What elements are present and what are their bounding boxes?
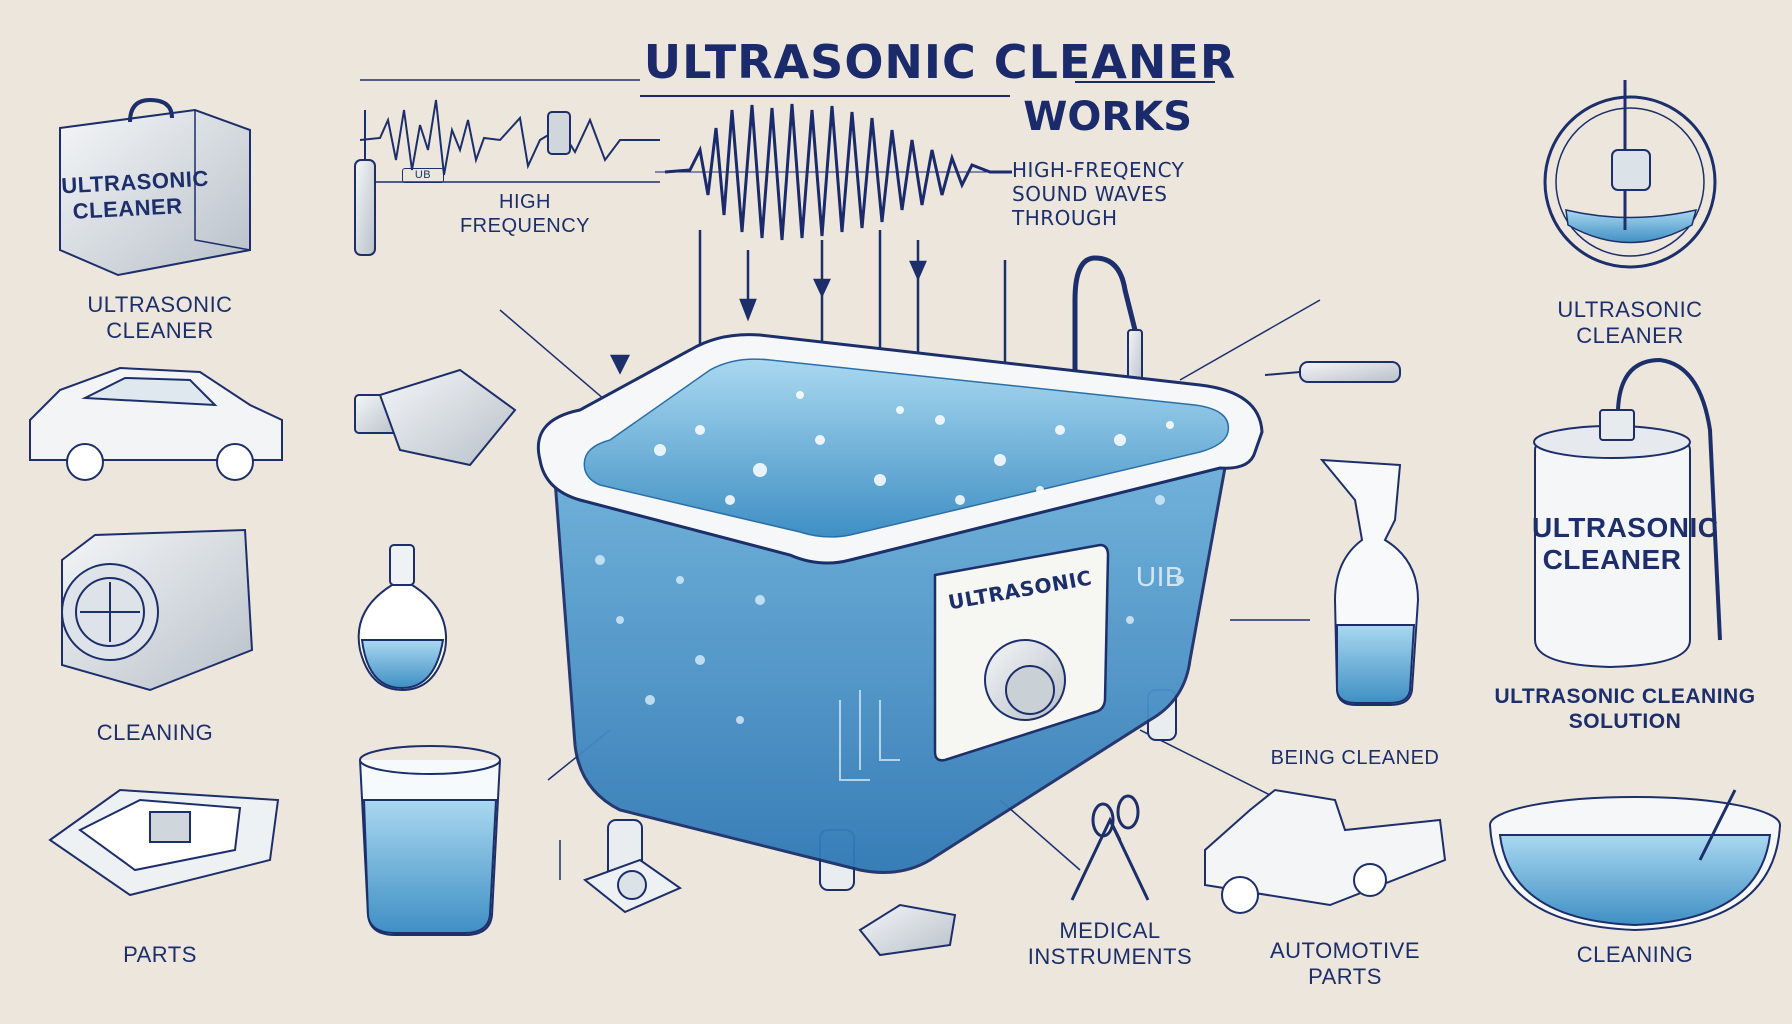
pickup-truck-icon <box>1204 788 1447 914</box>
sound-waves-label: HIGH-FREQENCY SOUND WAVES THROUGH <box>1012 158 1185 230</box>
ultrasonic-tank <box>536 333 1264 891</box>
title-underline <box>640 81 1215 97</box>
spray-bottle-icon <box>1319 458 1420 706</box>
ring-device-icon <box>1543 80 1717 269</box>
diagram-title: ULTRASONIC CLEANER WORKS <box>640 34 1240 142</box>
ultrasonic-cleaner-caption-right: ULTRASONIC CLEANER <box>1557 297 1703 349</box>
probe-tool-icon <box>354 110 571 256</box>
title-line-1: ULTRASONIC CLEANER <box>643 35 1237 89</box>
cleaner-box-text: ULTRASONIC CLEANER <box>60 165 210 225</box>
small-tag: UB <box>402 168 444 184</box>
parts-tray-icon <box>48 788 280 897</box>
scissors-icon <box>1070 794 1150 901</box>
parts-caption: PARTS <box>123 942 197 967</box>
bowl-icon <box>1489 789 1781 932</box>
medical-instruments-caption: MEDICAL INSTRUMENTS <box>1027 918 1193 970</box>
hose-icon <box>1072 255 1138 430</box>
solution-jug-icon <box>1533 357 1722 669</box>
cleaner-box-icon <box>59 97 251 277</box>
being-cleaned-caption: BEING CLEANED <box>1270 747 1440 769</box>
large-waveform-icon <box>655 103 1012 241</box>
title-line-2: WORKS <box>1023 93 1192 140</box>
small-waveform-icon <box>359 79 660 183</box>
car-icon <box>29 366 283 481</box>
beaker-icon <box>359 745 501 936</box>
screwdriver-icon <box>1264 361 1401 383</box>
cleaning-solution-caption: ULTRASONIC CLEANING SOLUTION <box>1494 685 1756 734</box>
automotive-parts-caption: AUTOMOTIVE PARTS <box>1269 938 1421 990</box>
tank-mark: UIB <box>1135 561 1185 592</box>
goggles-part-icon <box>354 368 517 467</box>
high-frequency-label: HIGH FREQUENCY <box>459 191 591 237</box>
ultrasonic-cleaner-caption-left: ULTRASONIC CLEANER <box>87 292 233 344</box>
jug-label-text: ULTRASONIC CLEANER <box>1532 512 1719 576</box>
flask-icon <box>357 544 447 692</box>
ear-piece-icon <box>858 903 957 957</box>
component-icon <box>582 858 683 914</box>
cleaning-caption-left: CLEANING <box>96 720 214 745</box>
heater-icon <box>61 528 254 692</box>
cleaning-caption-right: CLEANING <box>1576 942 1694 967</box>
